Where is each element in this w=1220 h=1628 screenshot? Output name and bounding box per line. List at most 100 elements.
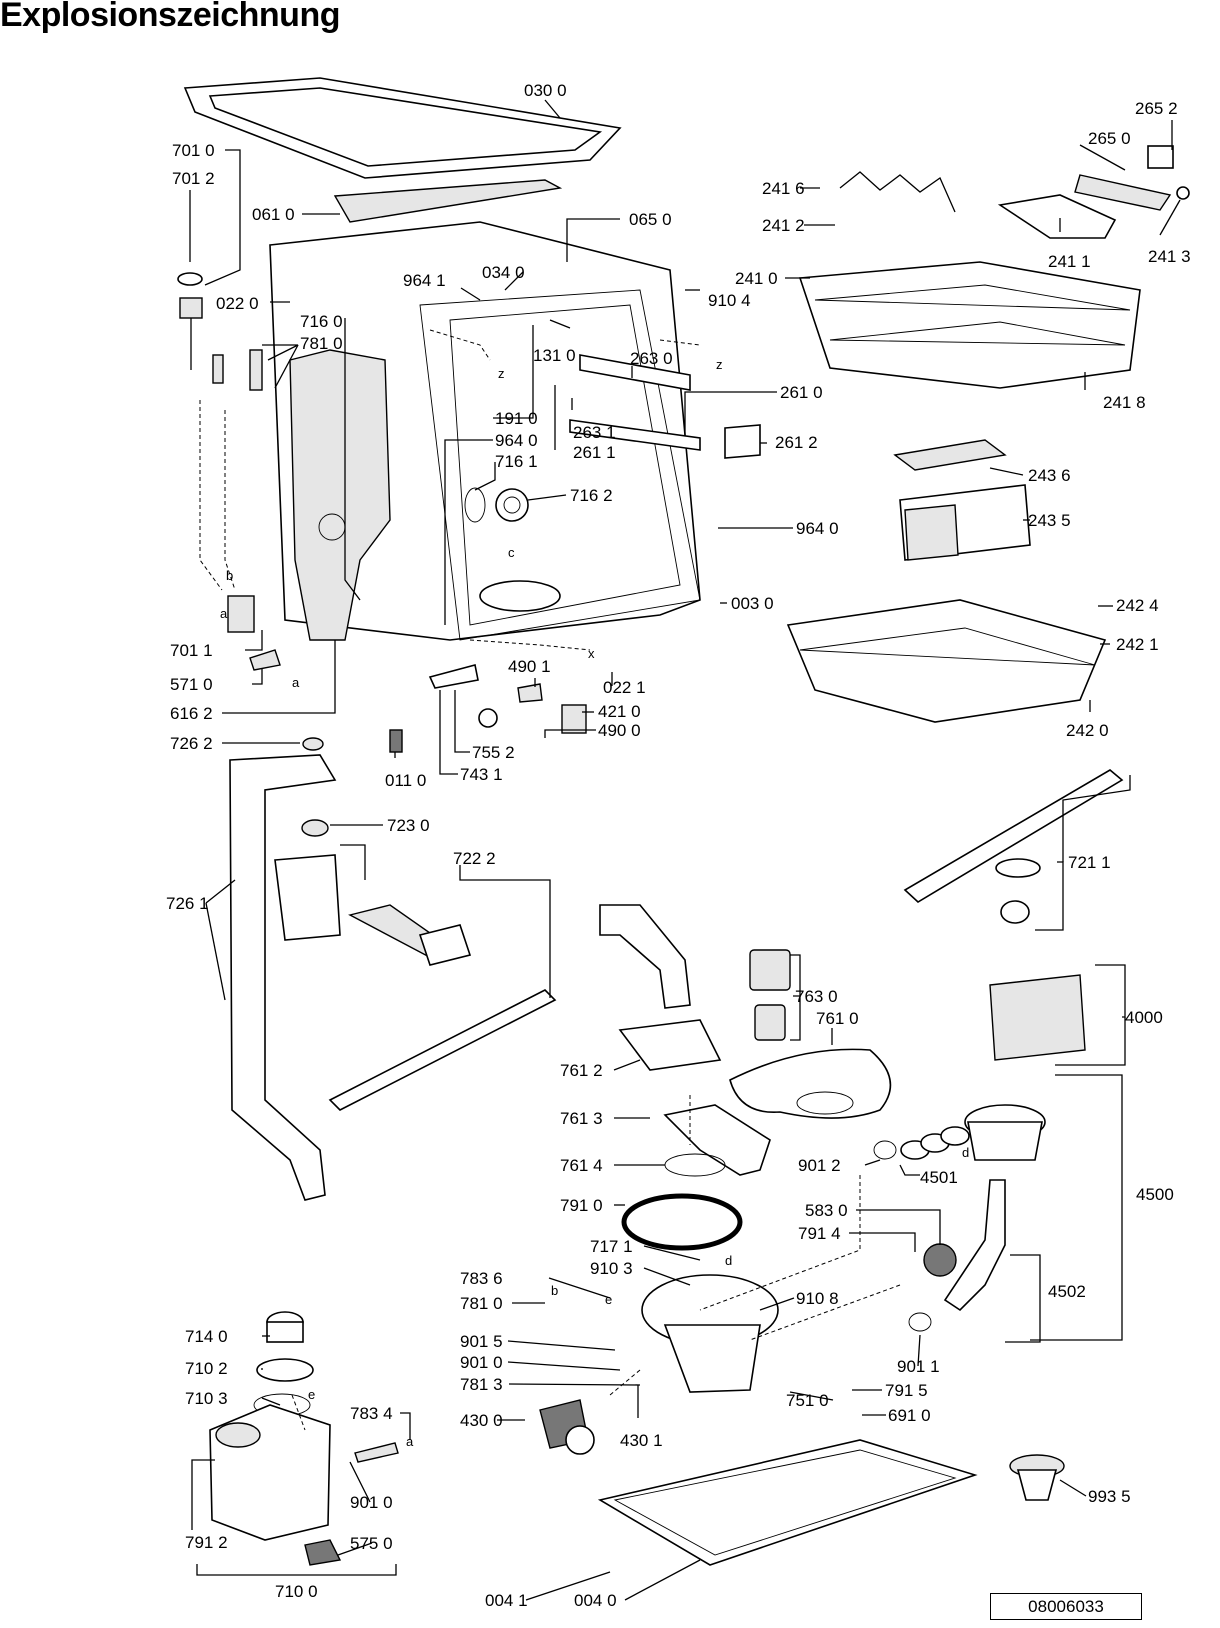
label-022-1: 022 1	[603, 678, 646, 697]
connection-lines	[199, 329, 901, 1431]
label-791-5: 791 5	[885, 1381, 928, 1400]
label-265-2: 265 2	[1135, 99, 1178, 118]
label-743-1: 743 1	[460, 765, 503, 784]
label-993-5: 993 5	[1088, 1487, 1131, 1506]
label-783-6: 783 6	[460, 1269, 503, 1288]
label-791-0: 791 0	[560, 1196, 603, 1215]
label-716-1: 716 1	[495, 452, 538, 471]
label-4500: 4500	[1136, 1185, 1174, 1204]
connector-e: e	[605, 1292, 612, 1307]
label-261-0: 261 0	[780, 383, 823, 402]
label-701-2: 701 2	[172, 169, 215, 188]
leader-lines	[189, 99, 1181, 1601]
connector-a: a	[292, 675, 300, 690]
label-751-0: 751 0	[786, 1391, 829, 1410]
label-4502: 4502	[1048, 1282, 1086, 1301]
label-131-0: 131 0	[533, 346, 576, 365]
part-shapes	[177, 77, 1190, 1566]
label-717-1: 717 1	[590, 1237, 633, 1256]
page-title: Explosionszeichnung	[0, 0, 340, 34]
label-783-4: 783 4	[350, 1404, 393, 1423]
label-901-2: 901 2	[798, 1156, 841, 1175]
label-901-1: 901 1	[897, 1357, 940, 1376]
label-901-0-a: 901 0	[460, 1353, 503, 1372]
connector-z: z	[498, 366, 505, 381]
label-710-3: 710 3	[185, 1389, 228, 1408]
label-421-0: 421 0	[598, 702, 641, 721]
label-721-1: 721 1	[1068, 853, 1111, 872]
label-901-5: 901 5	[460, 1332, 503, 1351]
label-701-0: 701 0	[172, 141, 215, 160]
label-571-0: 571 0	[170, 675, 213, 694]
connector-x: x	[588, 646, 595, 661]
label-763-0: 763 0	[795, 987, 838, 1006]
connector-letters: z z c x b a a d d b e e a	[220, 357, 969, 1449]
label-490-1: 490 1	[508, 657, 551, 676]
connector-e: e	[308, 1387, 315, 1402]
label-781-0-b: 781 0	[460, 1294, 503, 1313]
label-263-1: 263 1	[573, 423, 616, 442]
label-241-6: 241 6	[762, 179, 805, 198]
label-722-2: 722 2	[453, 849, 496, 868]
label-761-0: 761 0	[816, 1009, 859, 1028]
label-241-1: 241 1	[1048, 252, 1091, 271]
label-701-1: 701 1	[170, 641, 213, 660]
label-191-0: 191 0	[495, 409, 538, 428]
connector-b: b	[551, 1283, 558, 1298]
label-761-4: 761 4	[560, 1156, 603, 1175]
label-710-0: 710 0	[275, 1582, 318, 1601]
label-964-0-b: 964 0	[796, 519, 839, 538]
label-723-0: 723 0	[387, 816, 430, 835]
label-241-0: 241 0	[735, 269, 778, 288]
label-004-0: 004 0	[574, 1591, 617, 1610]
label-4501: 4501	[920, 1168, 958, 1187]
label-022-0: 022 0	[216, 294, 259, 313]
connector-z: z	[716, 357, 723, 372]
label-964-1: 964 1	[403, 271, 446, 290]
label-004-1: 004 1	[485, 1591, 528, 1610]
label-430-1: 430 1	[620, 1431, 663, 1450]
label-716-2: 716 2	[570, 486, 613, 505]
connector-d: d	[725, 1253, 732, 1268]
connector-d: d	[962, 1145, 969, 1160]
label-065-0: 065 0	[629, 210, 672, 229]
label-261-2: 261 2	[775, 433, 818, 452]
label-781-3: 781 3	[460, 1375, 503, 1394]
label-726-2: 726 2	[170, 734, 213, 753]
label-265-0: 265 0	[1088, 129, 1131, 148]
label-910-8: 910 8	[796, 1289, 839, 1308]
label-791-4: 791 4	[798, 1224, 841, 1243]
label-003-0: 003 0	[731, 594, 774, 613]
label-261-1: 261 1	[573, 443, 616, 462]
label-755-2: 755 2	[472, 743, 515, 762]
label-011-0: 011 0	[385, 771, 426, 790]
label-910-4: 910 4	[708, 291, 751, 310]
label-616-2: 616 2	[170, 704, 213, 723]
connector-a: a	[406, 1434, 414, 1449]
label-241-8: 241 8	[1103, 393, 1146, 412]
label-030-0: 030 0	[524, 81, 567, 100]
label-910-3: 910 3	[590, 1259, 633, 1278]
label-761-2: 761 2	[560, 1061, 603, 1080]
connector-b: b	[226, 568, 233, 583]
label-726-1: 726 1	[166, 894, 209, 913]
label-061-0: 061 0	[252, 205, 295, 224]
label-964-0-a: 964 0	[495, 431, 538, 450]
label-243-5: 243 5	[1028, 511, 1071, 530]
label-4000: 4000	[1125, 1008, 1163, 1027]
part-labels: 030 0 701 0 701 2 265 2 265 0 241 6 061 …	[166, 81, 1191, 1610]
label-714-0: 714 0	[185, 1327, 228, 1346]
label-242-4: 242 4	[1116, 596, 1159, 615]
label-263-0: 263 0	[630, 349, 673, 368]
label-243-6: 243 6	[1028, 466, 1071, 485]
label-241-2: 241 2	[762, 216, 805, 235]
label-242-0: 242 0	[1066, 721, 1109, 740]
label-241-3: 241 3	[1148, 247, 1191, 266]
label-575-0: 575 0	[350, 1534, 393, 1553]
label-583-0: 583 0	[805, 1201, 848, 1220]
connector-a: a	[220, 606, 228, 621]
label-901-0-b: 901 0	[350, 1493, 393, 1512]
connector-c: c	[508, 545, 515, 560]
label-710-2: 710 2	[185, 1359, 228, 1378]
